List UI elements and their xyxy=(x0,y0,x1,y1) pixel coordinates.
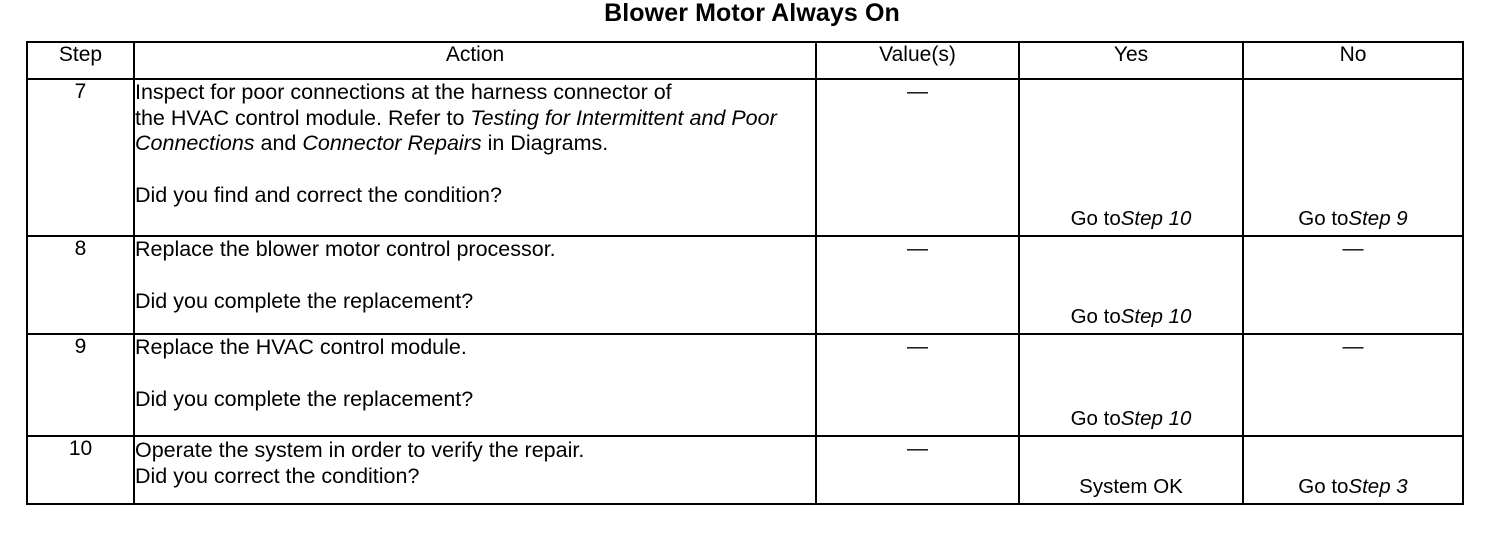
no-step-ref: Step 3 xyxy=(1348,475,1408,498)
step-number: 8 xyxy=(26,235,135,335)
action-text: Operate the system in order to verify th… xyxy=(133,435,817,505)
yes-step-ref: Step 10 xyxy=(1120,207,1192,230)
value-cell: — xyxy=(815,78,1020,237)
no-cell: Go toStep 3 xyxy=(1242,435,1464,505)
table-header: Step Action Value(s) Yes No xyxy=(26,41,1464,80)
yes-cell: Go toStep 10 xyxy=(1018,78,1244,237)
yes-cell: System OK xyxy=(1018,435,1244,505)
no-dash: — xyxy=(1342,237,1364,260)
yes-goto: Go toStep 10 xyxy=(1070,305,1192,328)
action-reference-2: Connector Repairs xyxy=(302,131,482,155)
yes-goto: Go toStep 10 xyxy=(1070,407,1192,430)
no-step-ref: Step 9 xyxy=(1348,207,1408,230)
column-header-value: Value(s) xyxy=(815,41,1020,80)
action-reference-1: Testing for Intermittent and Poor Connec… xyxy=(135,105,777,156)
column-header-no: No xyxy=(1242,41,1464,80)
step-number: 10 xyxy=(26,435,135,505)
header-row: Step Action Value(s) Yes No xyxy=(26,41,1464,80)
table-body: 7 Inspect for poor connections at the ha… xyxy=(26,78,1464,505)
table-row: 10 Operate the system in order to verify… xyxy=(26,435,1464,505)
yes-result: System OK xyxy=(1079,475,1183,498)
action-line: Operate the system in order to verify th… xyxy=(135,438,585,462)
diagnostic-table: Step Action Value(s) Yes No 7 Inspect fo… xyxy=(26,41,1464,505)
table-row: 8 Replace the blower motor control proce… xyxy=(26,235,1464,335)
action-line: Inspect for poor connections at the harn… xyxy=(135,80,672,104)
step-number: 9 xyxy=(26,333,135,437)
column-header-action: Action xyxy=(133,41,817,80)
table-row: 7 Inspect for poor connections at the ha… xyxy=(26,78,1464,237)
yes-goto: Go toStep 10 xyxy=(1070,207,1192,230)
yes-step-ref: Step 10 xyxy=(1120,407,1192,430)
action-question: Did you find and correct the condition? xyxy=(135,182,502,207)
value-cell: — xyxy=(815,435,1020,505)
action-line: Replace the blower motor control process… xyxy=(135,237,556,261)
no-cell: Go toStep 9 xyxy=(1242,78,1464,237)
table-row: 9 Replace the HVAC control module. Did y… xyxy=(26,333,1464,437)
value-cell: — xyxy=(815,235,1020,335)
action-question: Did you complete the replacement? xyxy=(135,288,474,313)
action-line: Replace the HVAC control module. xyxy=(135,335,467,359)
column-header-step: Step xyxy=(26,41,135,80)
page-title: Blower Motor Always On xyxy=(604,0,900,27)
no-dash: — xyxy=(1342,335,1364,358)
action-text: Replace the HVAC control module. Did you… xyxy=(133,333,817,437)
no-goto: Go toStep 3 xyxy=(1298,475,1408,498)
step-number: 7 xyxy=(26,78,135,237)
yes-step-ref: Step 10 xyxy=(1120,305,1192,328)
yes-cell: Go toStep 10 xyxy=(1018,333,1244,437)
action-question: Did you complete the replacement? xyxy=(135,386,474,411)
action-text: Replace the blower motor control process… xyxy=(133,235,817,335)
no-goto: Go toStep 9 xyxy=(1298,207,1408,230)
action-line: the HVAC control module. Refer to Testin… xyxy=(135,105,777,156)
column-header-yes: Yes xyxy=(1018,41,1244,80)
action-question: Did you correct the condition? xyxy=(135,464,420,488)
yes-cell: Go toStep 10 xyxy=(1018,235,1244,335)
value-cell: — xyxy=(815,333,1020,437)
action-text: Inspect for poor connections at the harn… xyxy=(133,78,817,237)
no-cell: — xyxy=(1242,235,1464,335)
no-cell: — xyxy=(1242,333,1464,437)
